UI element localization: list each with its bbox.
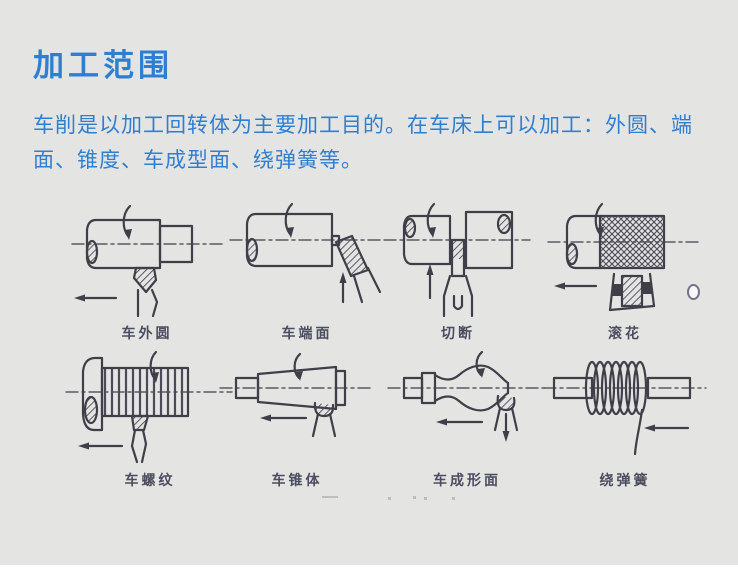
figure-spring-winding: 绕弹簧 [540, 350, 710, 490]
figure-label: 车端面 [281, 325, 333, 341]
body-paragraph: 车削是以加工回转体为主要加工目的。在车床上可以加工：外圆、端 面、锥度、车成型面… [33, 108, 725, 178]
thread-turning-drawing-icon [60, 350, 240, 465]
figure-form-turning: 车成形面 [382, 350, 552, 490]
figure-label: 车外圆 [121, 325, 173, 341]
figure-parting-off: 切断 [378, 198, 538, 343]
figure-taper-turning: 车锥体 [212, 350, 382, 490]
spring-winding-drawing-icon [540, 350, 710, 465]
scan-artifact-dash [322, 496, 338, 498]
taper-turning-drawing-icon [212, 350, 382, 465]
form-turning-drawing-icon [382, 350, 552, 465]
figure-label: 车螺纹 [124, 472, 176, 488]
body-line-2: 面、锥度、车成型面、绕弹簧等。 [33, 149, 363, 172]
page-title: 加工范围 [33, 48, 173, 83]
facing-drawing-icon [222, 198, 392, 318]
figure-thread-turning: 车螺纹 [60, 350, 240, 490]
knurling-drawing-icon [540, 198, 710, 318]
figure-label: 车成形面 [433, 472, 501, 488]
bottom-white-strip [0, 565, 738, 572]
scan-artifact-dot [424, 497, 427, 500]
scan-artifact-dot [413, 496, 416, 499]
body-line-1: 车削是以加工回转体为主要加工目的。在车床上可以加工：外圆、端 [33, 114, 693, 137]
scan-artifact-dot [452, 497, 455, 500]
turning-outer-circle-drawing-icon [62, 198, 232, 318]
figure-label: 绕弹簧 [599, 472, 651, 488]
figure-turning-outer-circle: 车外圆 [62, 198, 232, 343]
figure-label: 切断 [441, 325, 475, 341]
scan-hole-mark [687, 284, 700, 300]
scan-artifact-dot [388, 497, 391, 500]
figure-knurling: 滚花 [540, 198, 710, 343]
figure-label: 滚花 [608, 325, 642, 341]
figure-label: 车锥体 [271, 472, 323, 488]
parting-off-drawing-icon [378, 198, 538, 318]
figure-facing: 车端面 [222, 198, 392, 343]
